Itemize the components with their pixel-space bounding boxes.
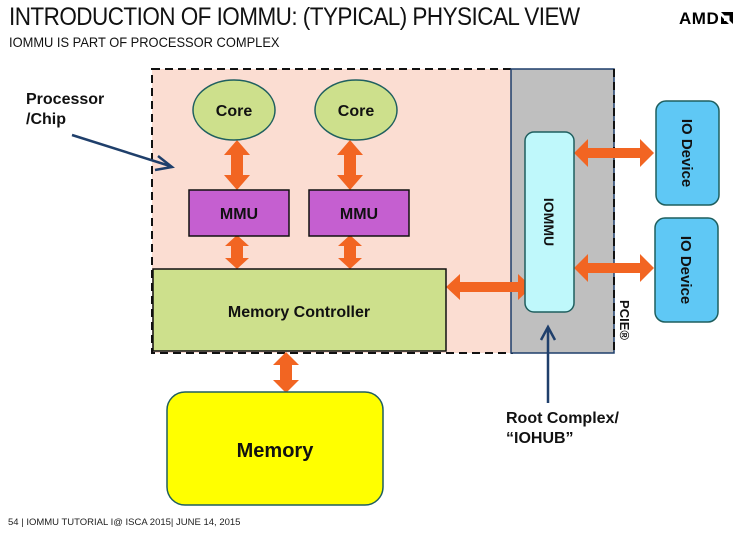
connection-arrows <box>224 139 654 393</box>
amd-arrow-icon <box>721 12 734 24</box>
arrow-core1-mmu1 <box>224 140 250 190</box>
processor-pointer-arrow <box>71 133 175 172</box>
root-complex-pointer-arrow <box>539 324 557 403</box>
core-1-node <box>192 79 276 141</box>
io-device-2-label: IO Device <box>677 236 694 304</box>
root-complex-label-line2: “IOHUB” <box>506 430 574 447</box>
processor-chip-label-line2: /Chip <box>26 111 66 128</box>
io-device-1-node <box>655 100 720 206</box>
arrow-mmu2-memctrl <box>338 235 362 269</box>
core-1-label: Core <box>216 103 253 120</box>
memory-controller-node <box>152 268 447 352</box>
root-complex-label-line1: Root Complex/ <box>506 410 619 427</box>
memory-label: Memory <box>237 440 315 462</box>
pcie-label: PCIE® <box>617 300 632 340</box>
arrow-iommu-iodevice2 <box>574 254 654 282</box>
core-2-label: Core <box>338 103 375 120</box>
arrow-core2-mmu2 <box>337 140 363 190</box>
memory-node <box>166 391 384 506</box>
memory-controller-label: Memory Controller <box>228 304 370 321</box>
amd-logo: AMD <box>679 9 734 29</box>
slide-subtitle: IOMMU IS PART OF PROCESSOR COMPLEX <box>9 34 280 50</box>
mmu-2-label: MMU <box>340 206 378 223</box>
mmu-1-node <box>188 189 290 237</box>
core-2-node <box>314 79 398 141</box>
slide-title: INTRODUCTION OF IOMMU: (TYPICAL) PHYSICA… <box>9 3 580 31</box>
arrow-mmu1-memctrl <box>225 235 249 269</box>
iommu-node <box>524 131 575 313</box>
arrow-iommu-iodevice1 <box>574 139 654 167</box>
arrow-memctrl-memory <box>273 352 299 393</box>
mmu-2-node <box>308 189 410 237</box>
slide-footer: 54 | IOMMU TUTORIAL I@ ISCA 2015| JUNE 1… <box>8 517 241 528</box>
iommu-label: IOMMU <box>541 198 557 246</box>
mmu-1-label: MMU <box>220 206 258 223</box>
io-device-2-node <box>654 217 719 323</box>
amd-logo-text: AMD <box>679 9 720 28</box>
arrow-memctrl-iommu <box>446 274 532 300</box>
processor-chip-label-line1: Processor <box>26 91 104 108</box>
io-device-1-label: IO Device <box>678 119 695 187</box>
